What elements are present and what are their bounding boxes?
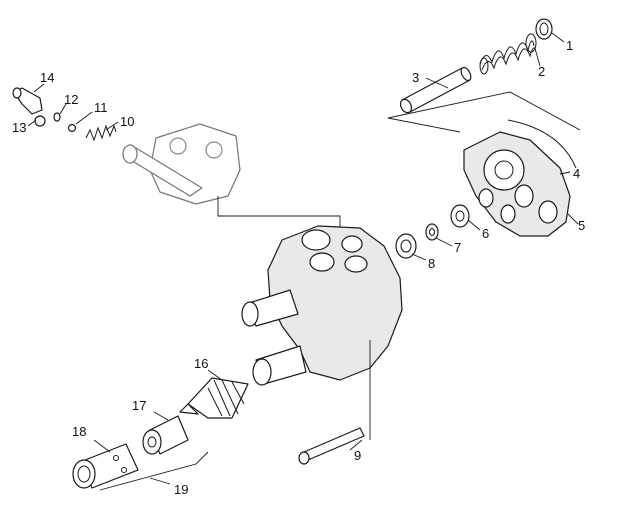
callout-19: 19: [174, 482, 188, 497]
part-1-ring: [535, 18, 553, 40]
part-13-oring: [34, 115, 46, 127]
callout-2: 2: [538, 64, 545, 79]
callout-1: 1: [566, 38, 573, 53]
callout-5: 5: [578, 218, 585, 233]
part-17-connector: [142, 415, 189, 455]
callout-11: 11: [94, 100, 108, 115]
part-4-5-swash-plate: [463, 119, 577, 237]
part-2-spring: [479, 33, 537, 75]
part-14-valve: [12, 87, 43, 115]
callout-3: 3: [412, 70, 419, 85]
part-7-seal: [425, 223, 439, 241]
callout-numbers: 1 2 3 4 5 6 7 8 9 10 11 12 13 14 16 17 1…: [12, 38, 585, 497]
callout-16: 16: [194, 356, 208, 371]
part-8-bearing: [395, 233, 417, 259]
part-12-oring: [53, 112, 61, 122]
callout-4: 4: [573, 166, 580, 181]
part-18-coupling: [72, 443, 139, 489]
part-11-ball: [67, 123, 77, 133]
callout-6: 6: [482, 226, 489, 241]
callout-8: 8: [428, 256, 435, 271]
part-9-bolt: [298, 427, 365, 465]
callout-12: 12: [64, 92, 78, 107]
part-16-filter: [179, 377, 249, 419]
callout-17: 17: [132, 398, 146, 413]
callout-7: 7: [454, 240, 461, 255]
callout-13: 13: [12, 120, 26, 135]
part-10-spring: [85, 124, 117, 142]
callout-leaders: [27, 32, 579, 485]
pump-head-cover: [122, 123, 241, 205]
callout-10: 10: [120, 114, 134, 129]
part-6-seal: [450, 204, 470, 228]
callout-18: 18: [72, 424, 86, 439]
callout-14: 14: [40, 70, 54, 85]
part-3-piston: [399, 66, 472, 114]
pump-body: [241, 225, 403, 386]
callout-9: 9: [354, 448, 361, 463]
